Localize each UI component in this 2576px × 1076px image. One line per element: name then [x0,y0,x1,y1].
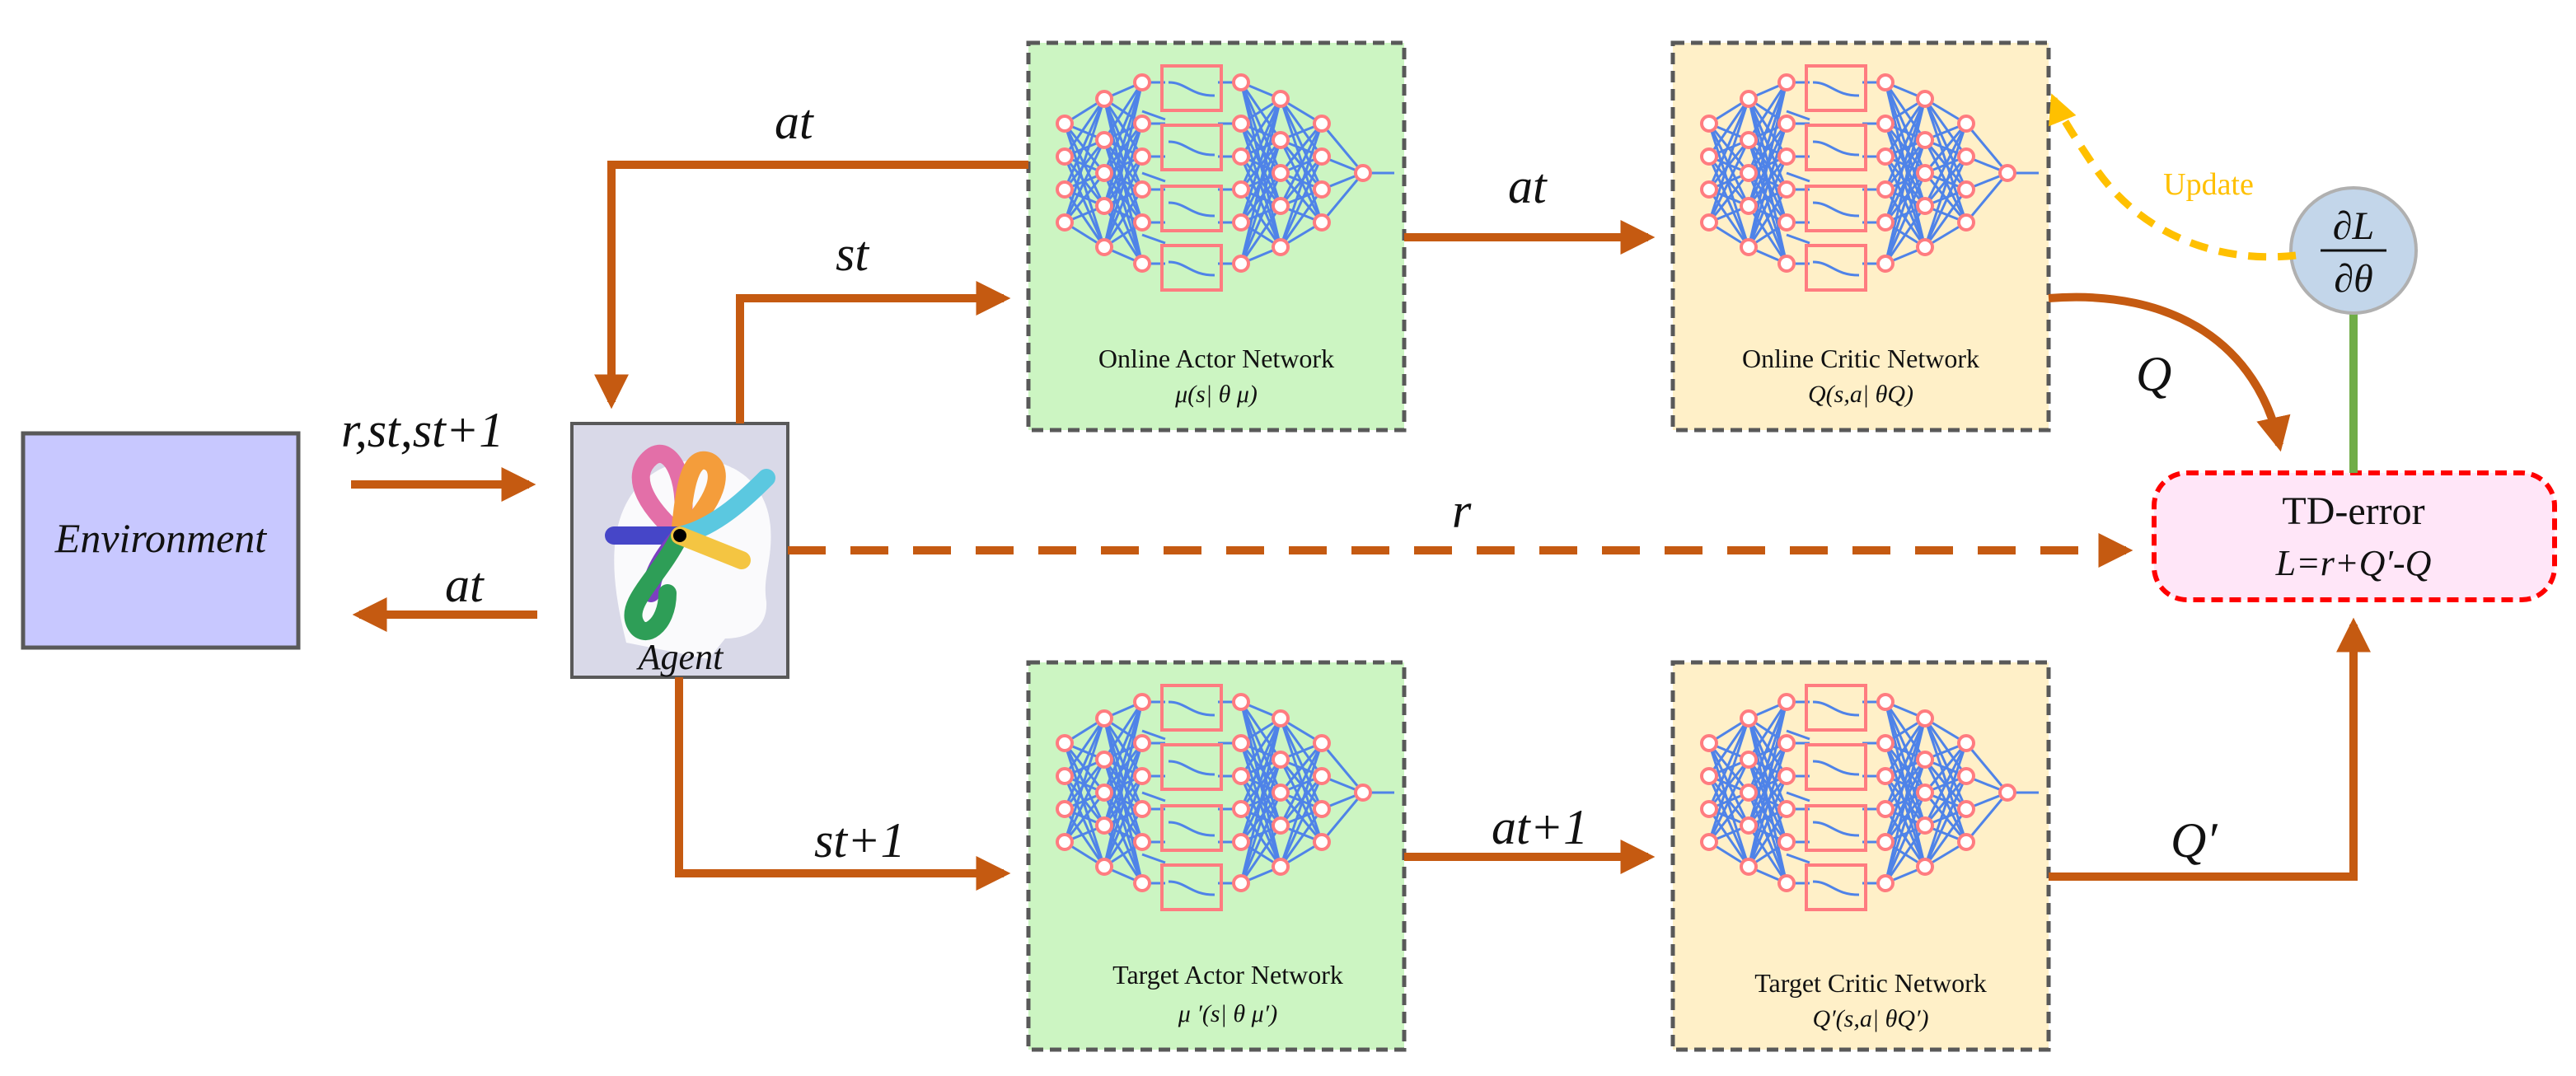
agent-to-target-actor-label: st+1 [814,813,906,868]
td-error-node: TD-error L=r+Q′-Q [2152,470,2557,602]
environment-box [21,431,301,650]
gradient-node: ∂L ∂θ [2289,186,2418,473]
agent-logo-icon [605,444,775,640]
q-prime-label: Q′ [2171,813,2218,868]
online-critic-title: Online Critic Network [1742,344,1979,373]
target-critic-title: Target Critic Network [1754,968,1987,998]
target-critic-network: Target Critic Network Q′(s,a| θQ′) [1670,660,2051,1052]
gradient-numerator: ∂L [2333,204,2374,248]
agent-to-env-label: at [445,558,485,612]
gradient-denominator: ∂θ [2334,257,2372,301]
agent-to-actor-arrow [736,281,1011,423]
agent-to-target-actor-arrow [675,677,1011,891]
q-label: Q [2136,347,2171,401]
td-error-formula: L=r+Q′-Q [2275,543,2432,583]
env-to-agent-label: r,st,st+1 [341,403,503,457]
online-critic-network: Online Critic Network Q(s,a| θQ) [1670,40,2051,433]
target-critic-formula: Q′(s,a| θQ′) [1812,1005,1928,1032]
online-critic-formula: Q(s,a| θQ) [1808,381,1913,408]
actor-to-agent-arrow [594,161,1028,409]
arrow-labels: r,st,st+1 at at st at st+1 at+1 r Q Q′ [341,95,2218,868]
agent-label: Agent [636,637,724,677]
online-actor-network: Online Actor Network μ(s| θ μ) [1026,40,1407,433]
environment-label: Environment [54,515,268,561]
q-arrow [2048,292,2291,452]
agent-to-actor-label: st [836,227,869,281]
actor-to-agent-label: at [775,95,814,149]
target-actor-to-critic-label: at+1 [1492,800,1588,854]
reward-label: r [1452,484,1472,538]
environment-node: Environment [21,431,301,650]
target-actor-formula: μ ′(s| θ μ′) [1178,1000,1277,1027]
agent-node: Agent [570,422,789,679]
update-arrow [2048,93,2297,261]
online-actor-title: Online Actor Network [1098,344,1334,373]
target-actor-title: Target Actor Network [1112,960,1343,989]
update-label: Update [2163,167,2254,202]
td-error-title: TD-error [2282,489,2424,533]
online-actor-formula: μ(s| θ μ) [1174,381,1258,408]
q-prime-arrow [2049,617,2371,881]
actor-to-critic-label: at [1508,159,1548,213]
target-actor-network: Target Actor Network μ ′(s| θ μ′) [1026,660,1407,1052]
